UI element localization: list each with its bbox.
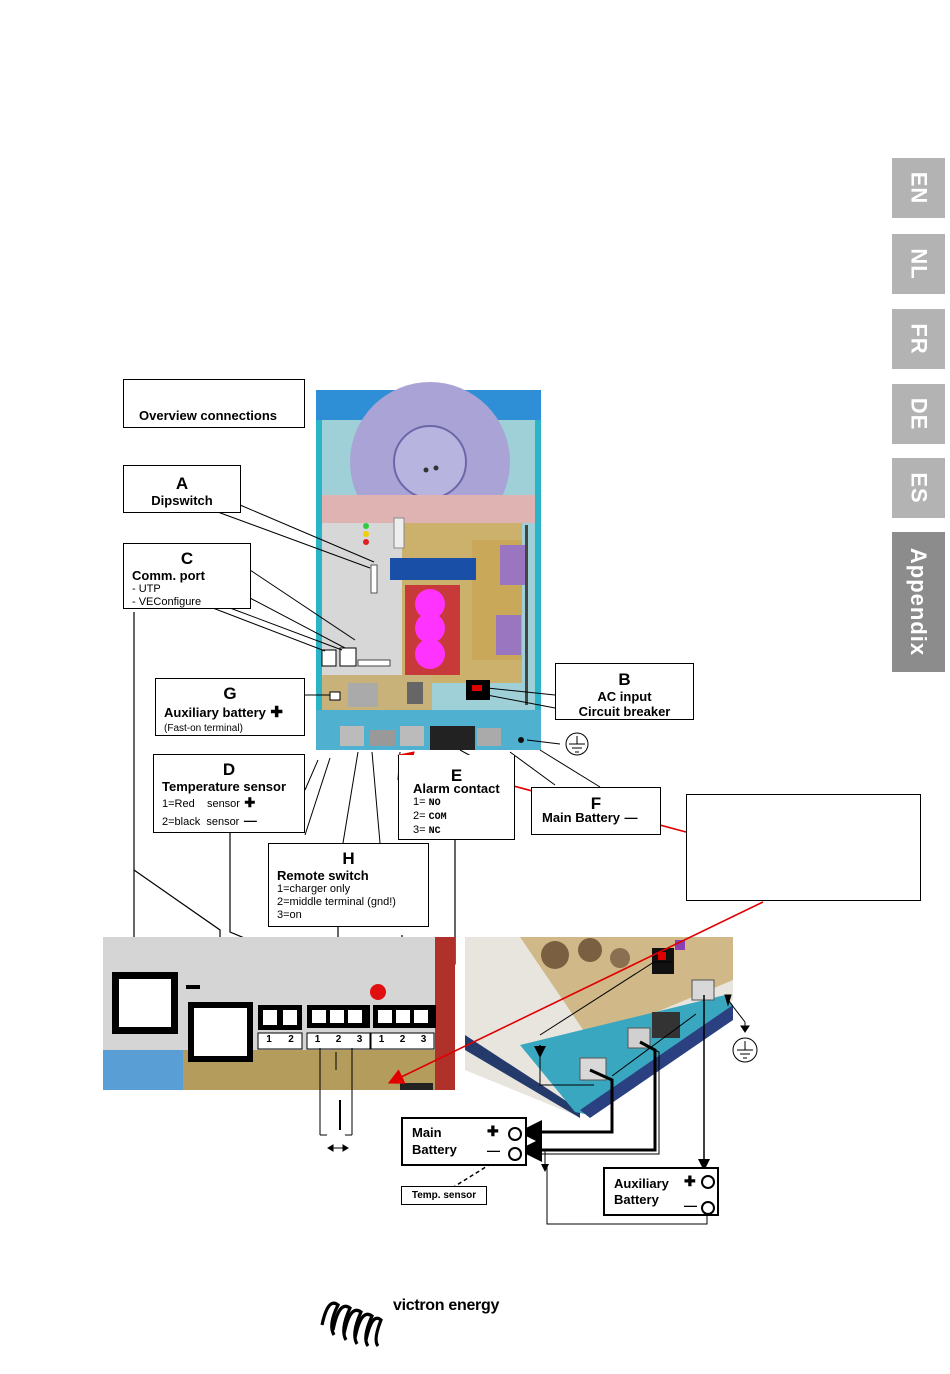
overview-title-box: Overview connections (123, 379, 305, 428)
callout-d-title: Temperature sensor (162, 779, 287, 794)
terminal-circle-icon (508, 1147, 522, 1161)
callout-h-line2: 2=middle terminal (gnd!) (277, 896, 396, 908)
callout-h-title: Remote switch (277, 868, 369, 883)
callout-e-v2: COM (428, 812, 447, 823)
callout-g-letter: G (223, 684, 237, 703)
aux-battery-label-2: Battery (614, 1192, 659, 1207)
callout-h: H Remote switch 1=charger only 2=middle … (268, 843, 429, 927)
tab-de[interactable]: DE (892, 384, 945, 444)
callout-f-letter: F (590, 794, 602, 813)
terminal-e-3: 3 (420, 1034, 427, 1045)
main-battery-label-2: Battery (412, 1142, 457, 1157)
callout-g-title: Auxiliary battery (164, 705, 266, 720)
temp-sensor-label-box: Temp. sensor (401, 1186, 487, 1205)
terminal-board-closeup (103, 937, 455, 1090)
callout-d-row2: 2=black sensor — (162, 812, 304, 830)
callout-e-row3: 3= NC (413, 824, 514, 838)
terminal-h-1: 1 (314, 1034, 321, 1045)
empty-note-box (686, 794, 921, 901)
terminal-h-2: 2 (335, 1034, 342, 1045)
callout-h-line3: 3=on (277, 909, 302, 921)
callout-a-title: Dipswitch (151, 493, 213, 508)
callout-e-title: Alarm contact (413, 781, 500, 796)
aux-battery-label-1: Auxiliary (614, 1176, 669, 1191)
callout-f-row: Main Battery — (542, 809, 660, 827)
tab-en[interactable]: EN (892, 158, 945, 218)
terminal-numbers-e: 1 2 3 (371, 1034, 434, 1045)
tab-es[interactable]: ES (892, 458, 945, 518)
callout-b-line2: Circuit breaker (578, 704, 671, 719)
callout-d-line1: 1=Red sensor (162, 798, 240, 810)
callout-a: A Dipswitch (123, 465, 241, 513)
battery-wiring (518, 961, 746, 1225)
callout-b: B AC input Circuit breaker (555, 663, 694, 720)
callout-d: D Temperature sensor 1=Red sensor ✚ 2=bl… (153, 754, 305, 833)
victron-logo-icon (320, 1301, 383, 1348)
callout-h-letter: H (342, 849, 355, 868)
minus-icon: — (243, 813, 257, 828)
terminal-e-1: 1 (378, 1034, 385, 1045)
callout-e-p3: 3= (413, 824, 426, 836)
terminal-circle-icon (701, 1201, 715, 1215)
callout-e-p2: 2= (413, 810, 426, 822)
minus-icon: — (624, 810, 638, 825)
terminal-h-3: 3 (356, 1034, 363, 1045)
callout-e-row2: 2= COM (413, 810, 514, 824)
callout-e: E Alarm contact 1= NO 2= COM 3= NC (398, 755, 515, 840)
callout-c-letter: C (180, 549, 194, 568)
callout-g: G Auxiliary battery ✚ (Fast-on terminal) (155, 678, 305, 736)
callout-c-title: Comm. port (132, 568, 205, 583)
callout-e-p1: 1= (413, 796, 426, 808)
callout-e-letter: E (450, 766, 463, 785)
callout-f: F Main Battery — (531, 787, 661, 835)
tab-nl[interactable]: NL (892, 234, 945, 294)
callout-f-title: Main Battery (542, 810, 621, 825)
terminal-d-2: 2 (288, 1034, 294, 1045)
ground-symbol-icon (526, 732, 589, 756)
terminal-e-2: 2 (399, 1034, 406, 1045)
plus-icon: ✚ (487, 1123, 499, 1139)
main-battery-box: Main Battery ✚ — (401, 1117, 527, 1166)
callout-c-item-utp: - UTP (132, 583, 161, 595)
auxiliary-battery-box: Auxiliary Battery ✚ — (603, 1167, 719, 1216)
callout-e-row1: 1= NO (413, 796, 514, 810)
callout-c-item-veconfigure: - VEConfigure (132, 596, 202, 608)
ground-symbol-lower-icon (732, 1022, 758, 1063)
tab-fr[interactable]: FR (892, 309, 945, 369)
terminal-circle-icon (508, 1127, 522, 1141)
remote-switch-wires (319, 1048, 353, 1152)
overview-title: Overview connections (139, 408, 277, 423)
callout-a-letter: A (175, 474, 189, 493)
brand-name: victron energy (393, 1297, 500, 1314)
callout-c: C Comm. port - UTP - VEConfigure (123, 543, 251, 609)
plus-icon: ✚ (270, 704, 283, 721)
minus-icon: — (684, 1198, 697, 1213)
plus-icon: ✚ (244, 795, 256, 810)
terminal-d-1: 1 (266, 1034, 272, 1045)
minus-icon: — (487, 1143, 500, 1158)
callout-b-letter: B (618, 670, 631, 689)
terminal-numbers-d: 1 2 (258, 1034, 302, 1045)
terminal-numbers-h: 1 2 3 (307, 1034, 370, 1045)
plus-icon: ✚ (684, 1173, 696, 1189)
callout-g-title-row: Auxiliary battery ✚ (164, 703, 304, 722)
callout-d-line2: 2=black sensor (162, 816, 240, 828)
main-battery-label-1: Main (412, 1125, 442, 1140)
device-photo-closeup (465, 937, 733, 1118)
charger-device-illustration (316, 382, 541, 750)
callout-e-v1: NO (428, 798, 441, 809)
callout-b-line1: AC input (597, 689, 652, 704)
tab-appendix[interactable]: Appendix (892, 532, 945, 672)
terminal-circle-icon (701, 1175, 715, 1189)
callout-d-row1: 1=Red sensor ✚ (162, 794, 304, 812)
callout-e-v3: NC (428, 826, 441, 837)
callout-g-note: (Fast-on terminal) (164, 723, 243, 734)
callout-d-letter: D (222, 760, 236, 779)
callout-h-line1: 1=charger only (277, 883, 351, 895)
temp-sensor-label: Temp. sensor (411, 1190, 477, 1201)
